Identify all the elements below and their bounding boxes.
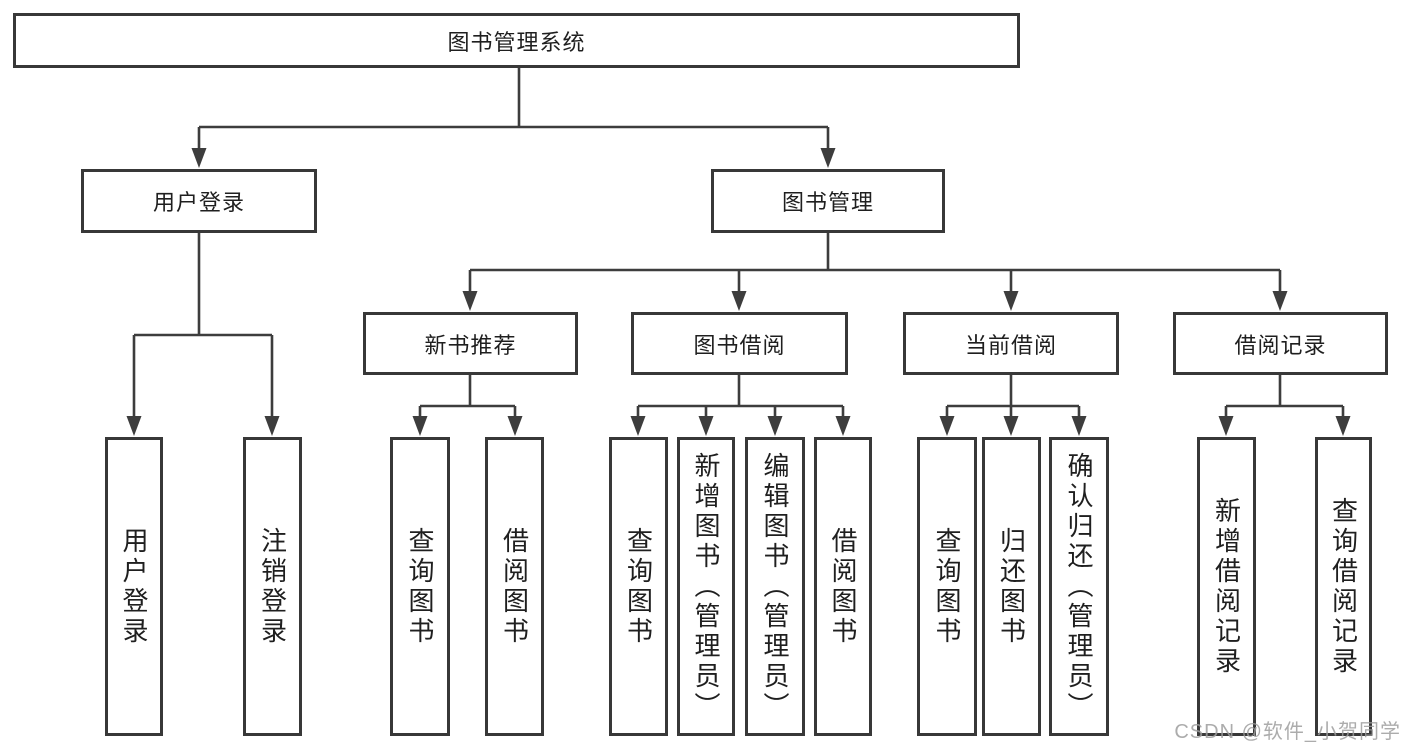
node-label: 图书管理系统 — [447, 29, 586, 55]
node-label: 查询借阅记录 — [1328, 496, 1359, 677]
leaf-borrow-books-recommend: 借阅图书 — [485, 437, 544, 736]
node-user-login: 用户登录 — [81, 169, 317, 233]
node-label: 图书借阅 — [693, 332, 786, 358]
node-label: 归还图书 — [996, 526, 1027, 647]
node-label: 查询图书 — [623, 526, 654, 647]
leaf-edit-book-admin: 编辑图书（管理员） — [745, 437, 805, 736]
leaf-borrow-book: 借阅图书 — [814, 437, 872, 736]
leaf-add-borrow-record: 新增借阅记录 — [1197, 437, 1256, 736]
node-book-management: 图书管理 — [711, 169, 945, 233]
leaf-logout: 注销登录 — [243, 437, 302, 736]
node-label: 借阅图书 — [499, 526, 530, 647]
node-label: 当前借阅 — [964, 332, 1057, 358]
leaf-confirm-return-admin: 确认归还（管理员） — [1049, 437, 1109, 736]
node-borrow-records: 借阅记录 — [1173, 312, 1388, 375]
node-book-borrow: 图书借阅 — [631, 312, 848, 375]
leaf-return-book: 归还图书 — [982, 437, 1041, 736]
node-label: 借阅记录 — [1234, 332, 1327, 358]
node-label: 借阅图书 — [828, 526, 858, 647]
node-new-book-recommend: 新书推荐 — [363, 312, 578, 375]
watermark-text: CSDN @软件_小贺同学 — [1174, 721, 1401, 743]
node-label: 注销登录 — [257, 526, 288, 647]
leaf-query-books-recommend: 查询图书 — [390, 437, 450, 736]
node-label: 新增借阅记录 — [1211, 496, 1242, 677]
leaf-user-login: 用户登录 — [105, 437, 163, 736]
node-label: 编辑图书（管理员） — [760, 451, 790, 722]
leaf-query-books-current: 查询图书 — [917, 437, 977, 736]
node-label: 图书管理 — [781, 190, 874, 215]
node-label: 用户登录 — [152, 190, 245, 215]
node-root-library-system: 图书管理系统 — [13, 13, 1020, 68]
node-label: 新书推荐 — [424, 332, 517, 358]
node-label: 确认归还（管理员） — [1064, 451, 1094, 722]
node-current-borrow: 当前借阅 — [903, 312, 1119, 375]
leaf-query-books-borrow: 查询图书 — [609, 437, 668, 736]
node-label: 查询图书 — [932, 526, 962, 647]
node-label: 新增图书（管理员） — [691, 451, 721, 722]
node-label: 用户登录 — [119, 526, 149, 647]
node-label: 查询图书 — [405, 526, 435, 647]
arrowheads — [126, 148, 1351, 436]
leaf-query-borrow-record: 查询借阅记录 — [1315, 437, 1372, 736]
leaf-add-book-admin: 新增图书（管理员） — [677, 437, 735, 736]
